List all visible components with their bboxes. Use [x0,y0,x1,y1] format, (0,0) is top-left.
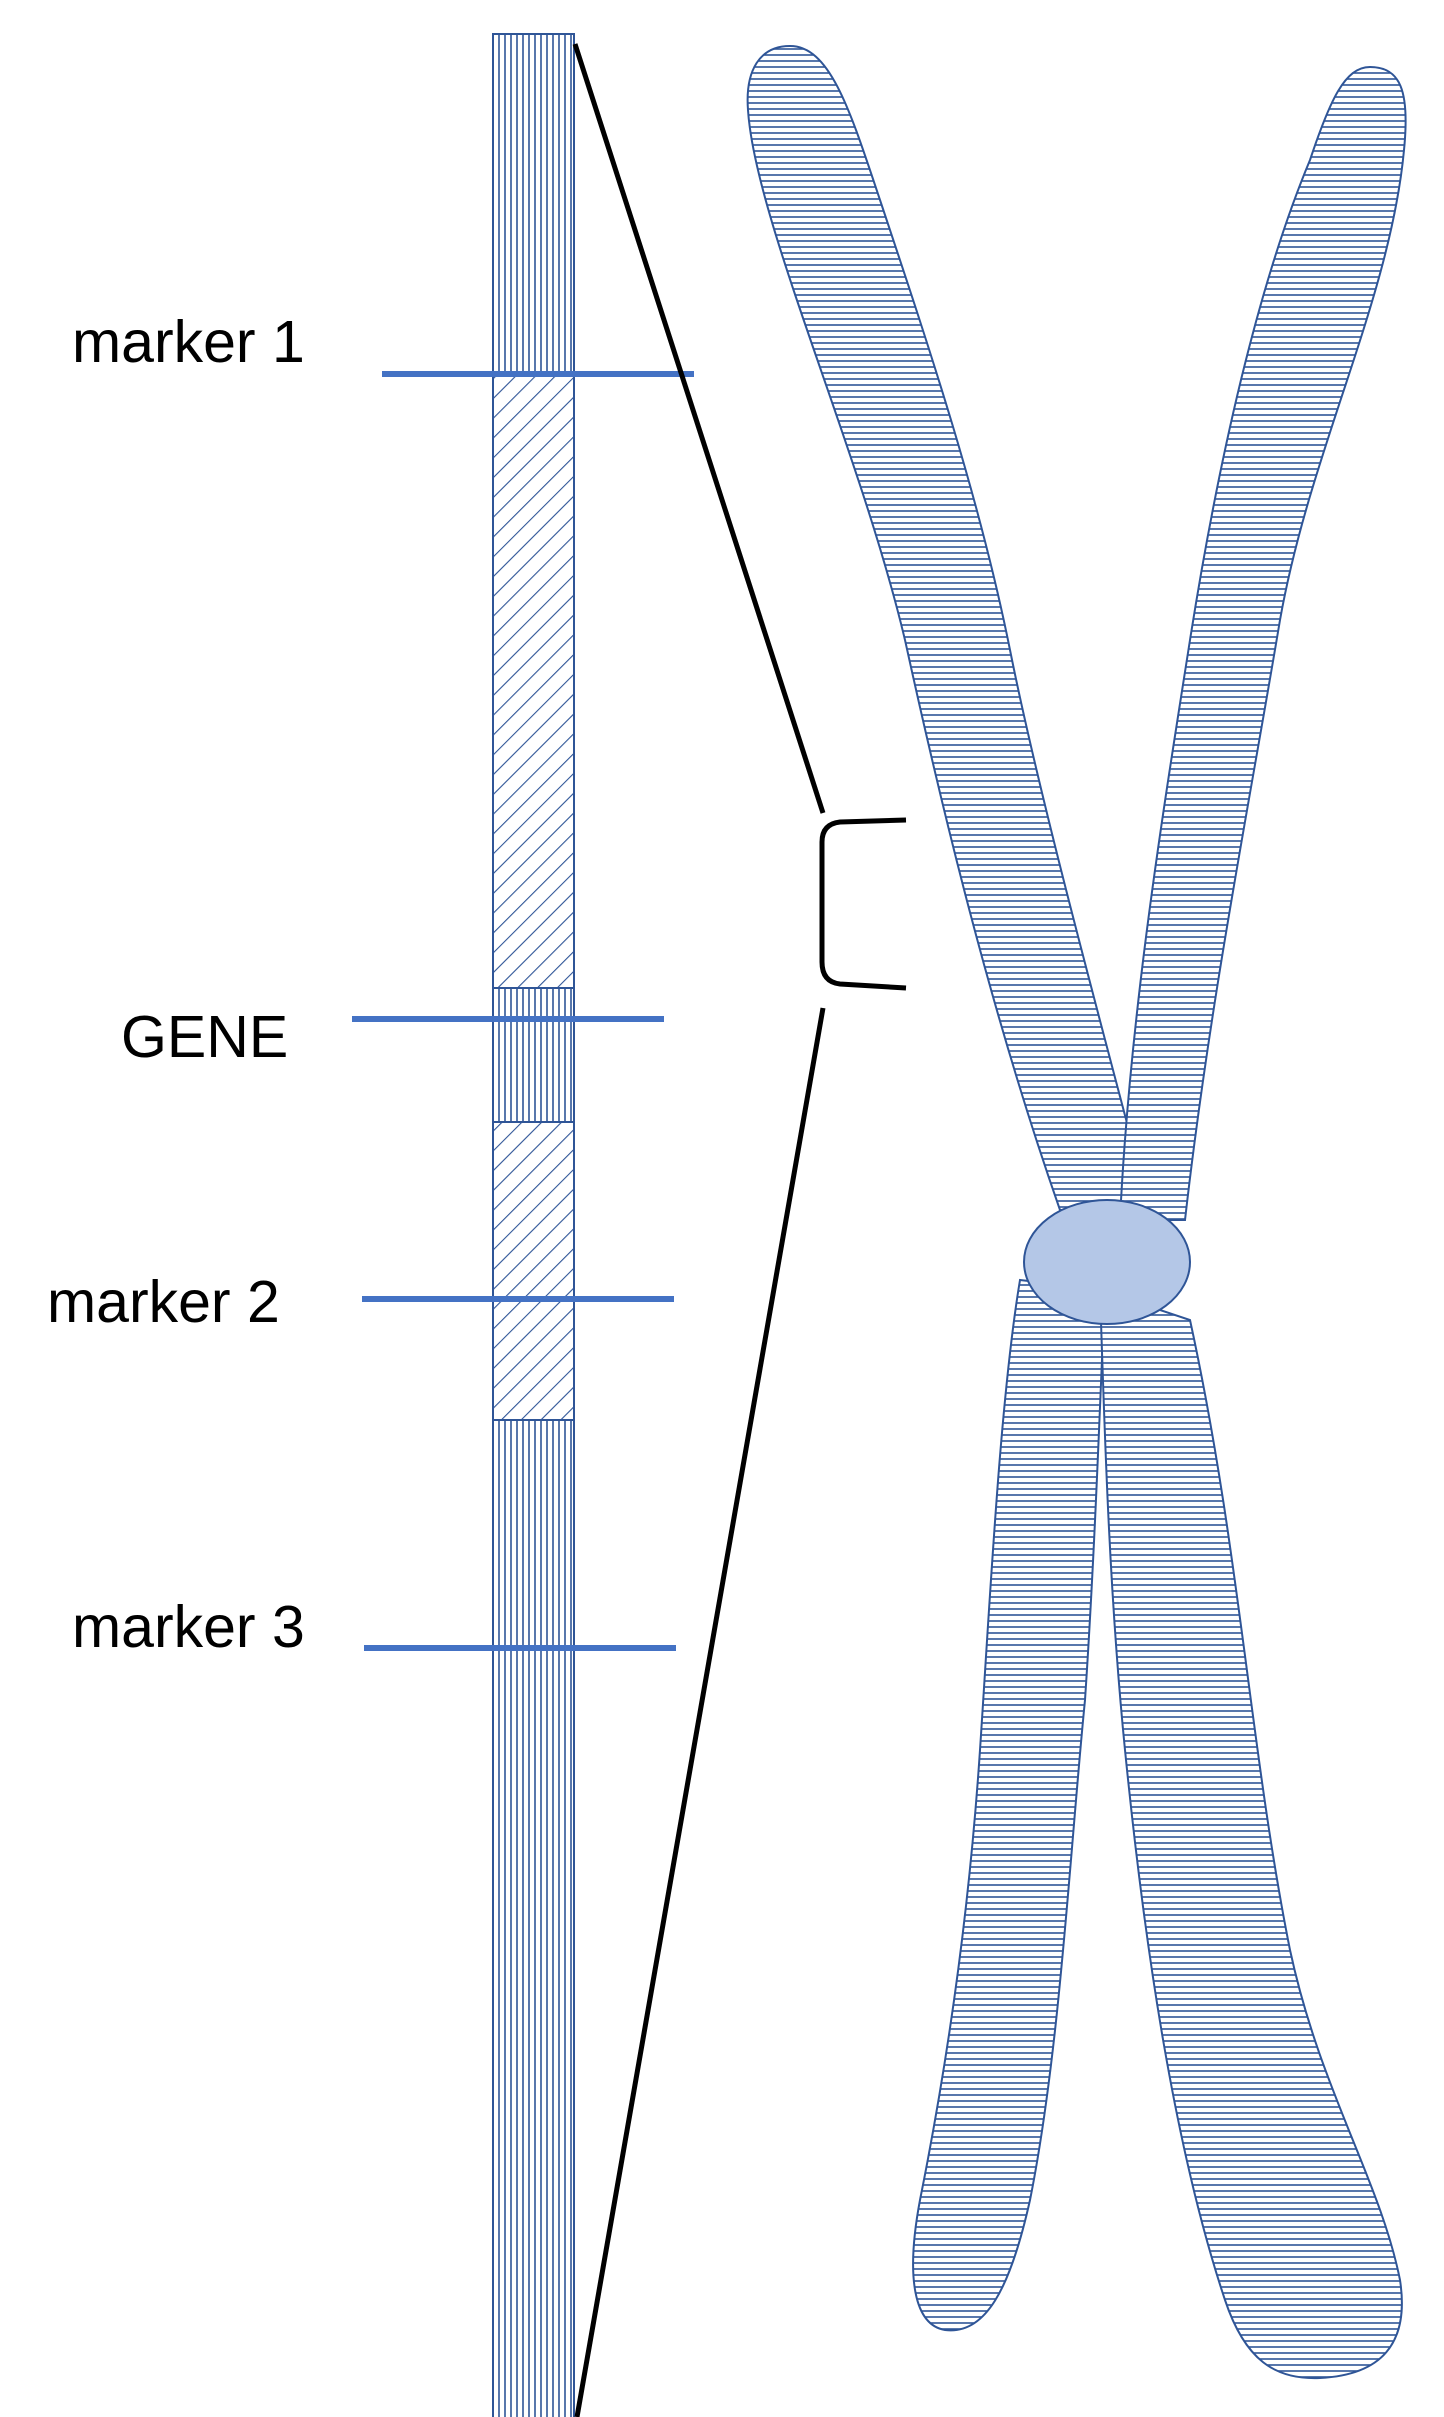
strip-segment-gene [493,988,574,1122]
zoom-line-bottom [577,1008,823,2417]
marker-1-label: marker 1 [72,309,305,375]
chromatid-lower-left [913,1280,1105,2330]
chromatid-upper-right [1120,67,1406,1220]
marker-2-label: marker 2 [47,1269,280,1335]
zoom-bracket [822,820,906,988]
strip-segment-lower-hatched [493,1122,574,1420]
strip-segment-top [493,34,574,374]
marker-3-label: marker 3 [72,1594,305,1660]
chromosome-strip [493,34,574,2417]
centromere [1024,1200,1190,1324]
strip-segment-upper-hatched [493,374,574,988]
chromatid-lower-right [1100,1290,1402,2378]
gene-label: GENE [121,1004,288,1070]
x-chromosome [748,46,1406,2378]
strip-segment-bottom [493,1420,574,2417]
chromatid-upper-left [748,46,1150,1210]
